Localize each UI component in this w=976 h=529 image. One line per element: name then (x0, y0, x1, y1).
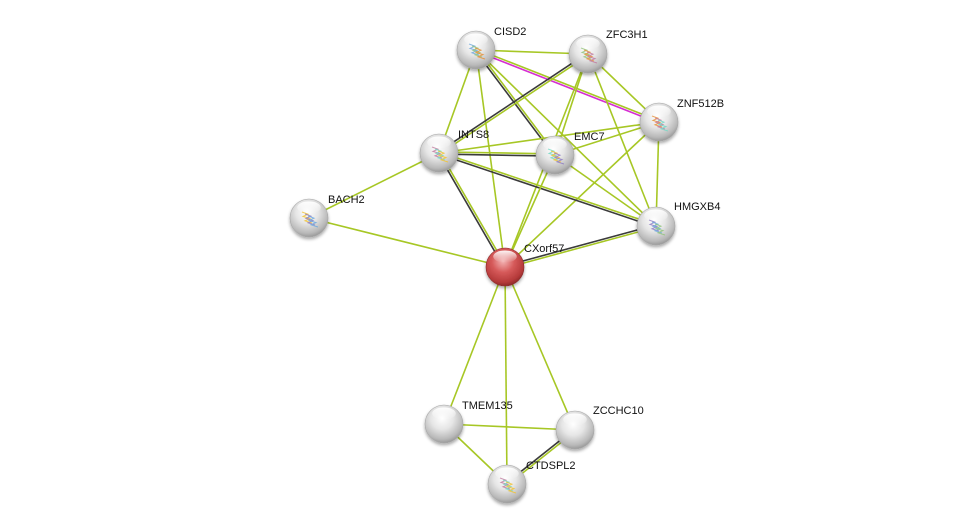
edge-ZFC3H1-INTS8[interactable] (437, 52, 590, 155)
protein-structure-icon (651, 115, 669, 132)
edge-CXorf57-ZCCHC10[interactable] (504, 266, 576, 431)
edge-evidence-coexpression (504, 224, 656, 267)
node-highlight (543, 138, 567, 151)
node-zfc3h1[interactable]: ZFC3H1 (568, 29, 648, 74)
edge-evidence-textmining (587, 53, 657, 227)
node-label: TMEM135 (462, 400, 513, 412)
edge-evidence-textmining (475, 49, 657, 227)
edge-evidence-textmining (504, 121, 660, 268)
edge-evidence-textmining (476, 48, 557, 155)
node-label: CTDSPL2 (526, 460, 576, 472)
node-label: ZCCHC10 (593, 405, 644, 417)
edge-CISD2-CXorf57[interactable] (475, 49, 506, 268)
edge-evidence-textmining (504, 266, 576, 431)
protein-structure-icon (547, 148, 565, 165)
protein-structure-icon (431, 146, 449, 163)
edge-CISD2-ZNF512B[interactable] (475, 48, 660, 124)
node-hmgxb4[interactable]: HMGXB4 (636, 201, 720, 246)
node-tmem135[interactable]: TMEM135 (424, 400, 513, 444)
edge-CXorf57-TMEM135[interactable] (443, 266, 506, 425)
node-highlight (297, 201, 321, 214)
edge-evidence-textmining (505, 226, 657, 269)
protein-structure-icon (499, 477, 517, 494)
edge-CISD2-HMGXB4[interactable] (475, 49, 657, 227)
edge-EMC7-CXorf57[interactable] (504, 154, 556, 268)
node-highlight (464, 33, 488, 46)
node-znf512b[interactable]: ZNF512B (639, 98, 724, 142)
node-label: HMGXB4 (674, 201, 720, 213)
node-highlight (563, 413, 587, 426)
edge-evidence-textmining (443, 423, 576, 431)
node-ints8[interactable]: INTS8 (419, 129, 489, 173)
node-highlight (647, 105, 671, 118)
edge-evidence-textmining (439, 152, 507, 267)
edge-evidence-textmining (439, 151, 556, 155)
edge-ZFC3H1-HMGXB4[interactable] (587, 53, 657, 227)
node-highlight (427, 136, 451, 149)
node-bach2[interactable]: BACH2 (289, 194, 365, 238)
edge-evidence-coexpression (438, 153, 555, 157)
node-label: EMC7 (574, 131, 605, 143)
edge-evidence-textmining (308, 152, 440, 219)
node-zcchc10[interactable]: ZCCHC10 (555, 405, 644, 450)
protein-structure-icon (648, 219, 666, 236)
node-label: CXorf57 (524, 243, 564, 255)
edge-INTS8-EMC7[interactable] (438, 151, 556, 157)
edge-TMEM135-ZCCHC10[interactable] (443, 423, 576, 431)
edge-evidence-textmining (443, 266, 506, 425)
edge-EMC7-HMGXB4[interactable] (554, 154, 657, 227)
node-highlight (432, 407, 456, 420)
edge-HMGXB4-CXorf57[interactable] (504, 224, 657, 269)
edge-evidence-textmining (308, 217, 506, 268)
node-label: INTS8 (458, 129, 489, 141)
edge-INTS8-BACH2[interactable] (308, 152, 440, 219)
edge-layer (308, 48, 660, 486)
edge-ZNF512B-CXorf57[interactable] (504, 121, 660, 268)
protein-structure-icon (468, 43, 486, 60)
node-ctdspl2[interactable]: CTDSPL2 (487, 460, 576, 504)
edge-evidence-textmining (475, 49, 506, 268)
node-emc7[interactable]: EMC7 (535, 131, 605, 175)
node-highlight (495, 467, 519, 480)
edge-evidence-textmining (439, 151, 657, 226)
node-label: ZFC3H1 (606, 29, 648, 41)
edge-INTS8-CXorf57[interactable] (437, 152, 507, 268)
edge-BACH2-CXorf57[interactable] (308, 217, 506, 268)
edge-evidence-textmining (504, 266, 508, 485)
protein-structure-icon (301, 211, 319, 228)
edge-INTS8-HMGXB4[interactable] (438, 151, 657, 228)
edge-evidence-coexpression (437, 52, 588, 153)
edge-evidence-coexpression (437, 153, 505, 268)
node-highlight (644, 209, 668, 222)
edge-evidence-coexpression (438, 153, 656, 228)
node-highlight (493, 250, 517, 263)
edge-evidence-textmining (554, 154, 657, 227)
node-cisd2[interactable]: CISD2 (456, 26, 526, 70)
node-cxorf57[interactable]: CXorf57 (485, 243, 564, 287)
node-highlight (576, 37, 600, 50)
protein-structure-icon (580, 47, 598, 64)
edge-evidence-textmining (439, 54, 590, 155)
edge-CXorf57-CTDSPL2[interactable] (504, 266, 508, 485)
edge-evidence-textmining (504, 154, 556, 268)
node-label: ZNF512B (677, 98, 724, 110)
edge-evidence-homology (475, 50, 659, 124)
node-label: CISD2 (494, 26, 526, 38)
node-label: BACH2 (328, 194, 365, 206)
edge-evidence-textmining (476, 48, 660, 122)
